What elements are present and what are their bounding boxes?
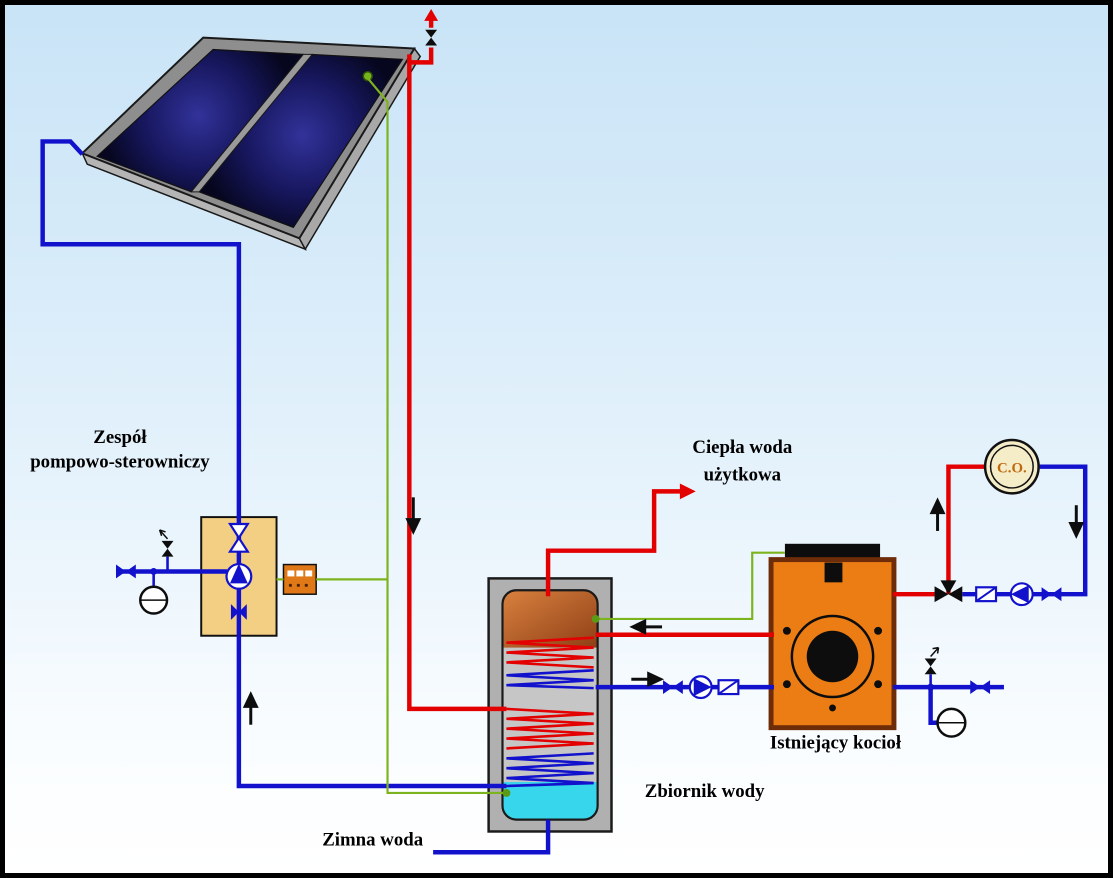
- flow-arrow-up: [929, 497, 946, 531]
- boiler-drain-dot: [829, 704, 836, 712]
- controller-display: [287, 570, 295, 577]
- dhw-arrowhead: [679, 483, 696, 500]
- sensor-wires: [276, 77, 785, 797]
- check-valve-icon: [717, 679, 740, 696]
- flow-arrow-left: [629, 618, 663, 635]
- solar-return-pipe: [236, 635, 507, 789]
- controller-display: [305, 570, 313, 577]
- collector-divider: [190, 53, 314, 193]
- solar-pump-icon: [225, 562, 253, 590]
- boiler-bolt: [782, 626, 791, 635]
- check-valve-icon: [975, 586, 998, 603]
- boiler-coil-hot: [506, 636, 594, 669]
- controller: [282, 563, 317, 595]
- cold-water-pipe: [433, 819, 551, 855]
- solar-coil-hot: [506, 707, 594, 750]
- solar-cold-pipe: [40, 139, 242, 519]
- flow-arrow-down: [405, 497, 422, 535]
- co-supply-pipe: [892, 464, 986, 597]
- expansion-vessel-icon: [139, 585, 169, 615]
- controller-display: [296, 570, 304, 577]
- relief-branch-pipe: [409, 47, 434, 65]
- boiler-bolt: [874, 626, 883, 635]
- controller-button: [288, 583, 292, 587]
- safety-valve-icon: [424, 8, 439, 46]
- label-pump-station-line2: pompowo-sterowniczy: [30, 452, 210, 473]
- boiler-coil-cold: [506, 669, 594, 690]
- boiler-door-ring: [790, 614, 875, 699]
- central-heating-unit: [983, 438, 1040, 495]
- shutoff-valve-icon: [115, 564, 136, 579]
- label-cold-water: Zimna woda: [322, 829, 424, 850]
- label-pump-station-line1: Zespół: [93, 427, 147, 448]
- safety-valve-icon: [924, 646, 940, 675]
- controller-button: [304, 583, 308, 587]
- boiler: [768, 543, 897, 731]
- dhw-pipe: [545, 489, 682, 597]
- boiler-sensor-wire: [595, 551, 785, 621]
- fittings: [115, 8, 1062, 738]
- flow-arrow-down: [1068, 505, 1085, 539]
- label-tank: Zbiornik wody: [645, 781, 765, 802]
- boiler-bolt: [782, 680, 791, 689]
- expansion-vessel-icon: [936, 707, 967, 738]
- shutoff-valve-icon: [230, 604, 247, 620]
- label-hot-water-line1: Ciepła woda: [692, 437, 792, 458]
- flow-arrow-right: [631, 671, 665, 688]
- tank-bottom-sensor-dot: [502, 788, 511, 797]
- controller-box: [282, 563, 317, 595]
- shutoff-valve-icon: [970, 680, 991, 695]
- boiler-flue-stub: [824, 562, 843, 583]
- labels: Zespół pompowo-sterowniczy Ciepła woda u…: [30, 427, 1027, 850]
- boiler-door: [806, 630, 859, 683]
- label-boiler: Istniejący kocioł: [770, 732, 902, 753]
- boiler-bolt: [874, 680, 883, 689]
- controller-button: [296, 583, 300, 587]
- label-central-heating: C.O.: [997, 461, 1027, 477]
- label-hot-water-line2: użytkowa: [704, 465, 782, 486]
- sensor-wire-trunk: [366, 77, 505, 795]
- tank-cold-zone: [502, 782, 598, 820]
- diagram-canvas: Zespół pompowo-sterowniczy Ciepła woda u…: [30, 8, 1088, 855]
- tank-top-sensor-dot: [591, 614, 600, 623]
- flow-arrows: [242, 497, 1085, 725]
- co-pump-icon: [1009, 582, 1034, 607]
- shutoff-valve-icon: [663, 680, 683, 695]
- pipe-junction-dot: [150, 568, 158, 575]
- solar-hot-pipe: [407, 54, 507, 712]
- storage-tank: [487, 577, 613, 833]
- collector-sensor-dot: [362, 70, 373, 82]
- flow-arrow-up: [242, 691, 259, 725]
- three-way-valve-icon: [934, 580, 963, 603]
- solar-collector: [80, 36, 422, 251]
- safety-valve-icon: [158, 529, 174, 557]
- check-valve-icon: [227, 522, 250, 553]
- boiler-pump-icon: [688, 675, 713, 700]
- solar-coil-cold: [506, 752, 594, 788]
- pipe-junction-dot: [927, 683, 935, 691]
- shutoff-valve-icon: [1041, 587, 1062, 602]
